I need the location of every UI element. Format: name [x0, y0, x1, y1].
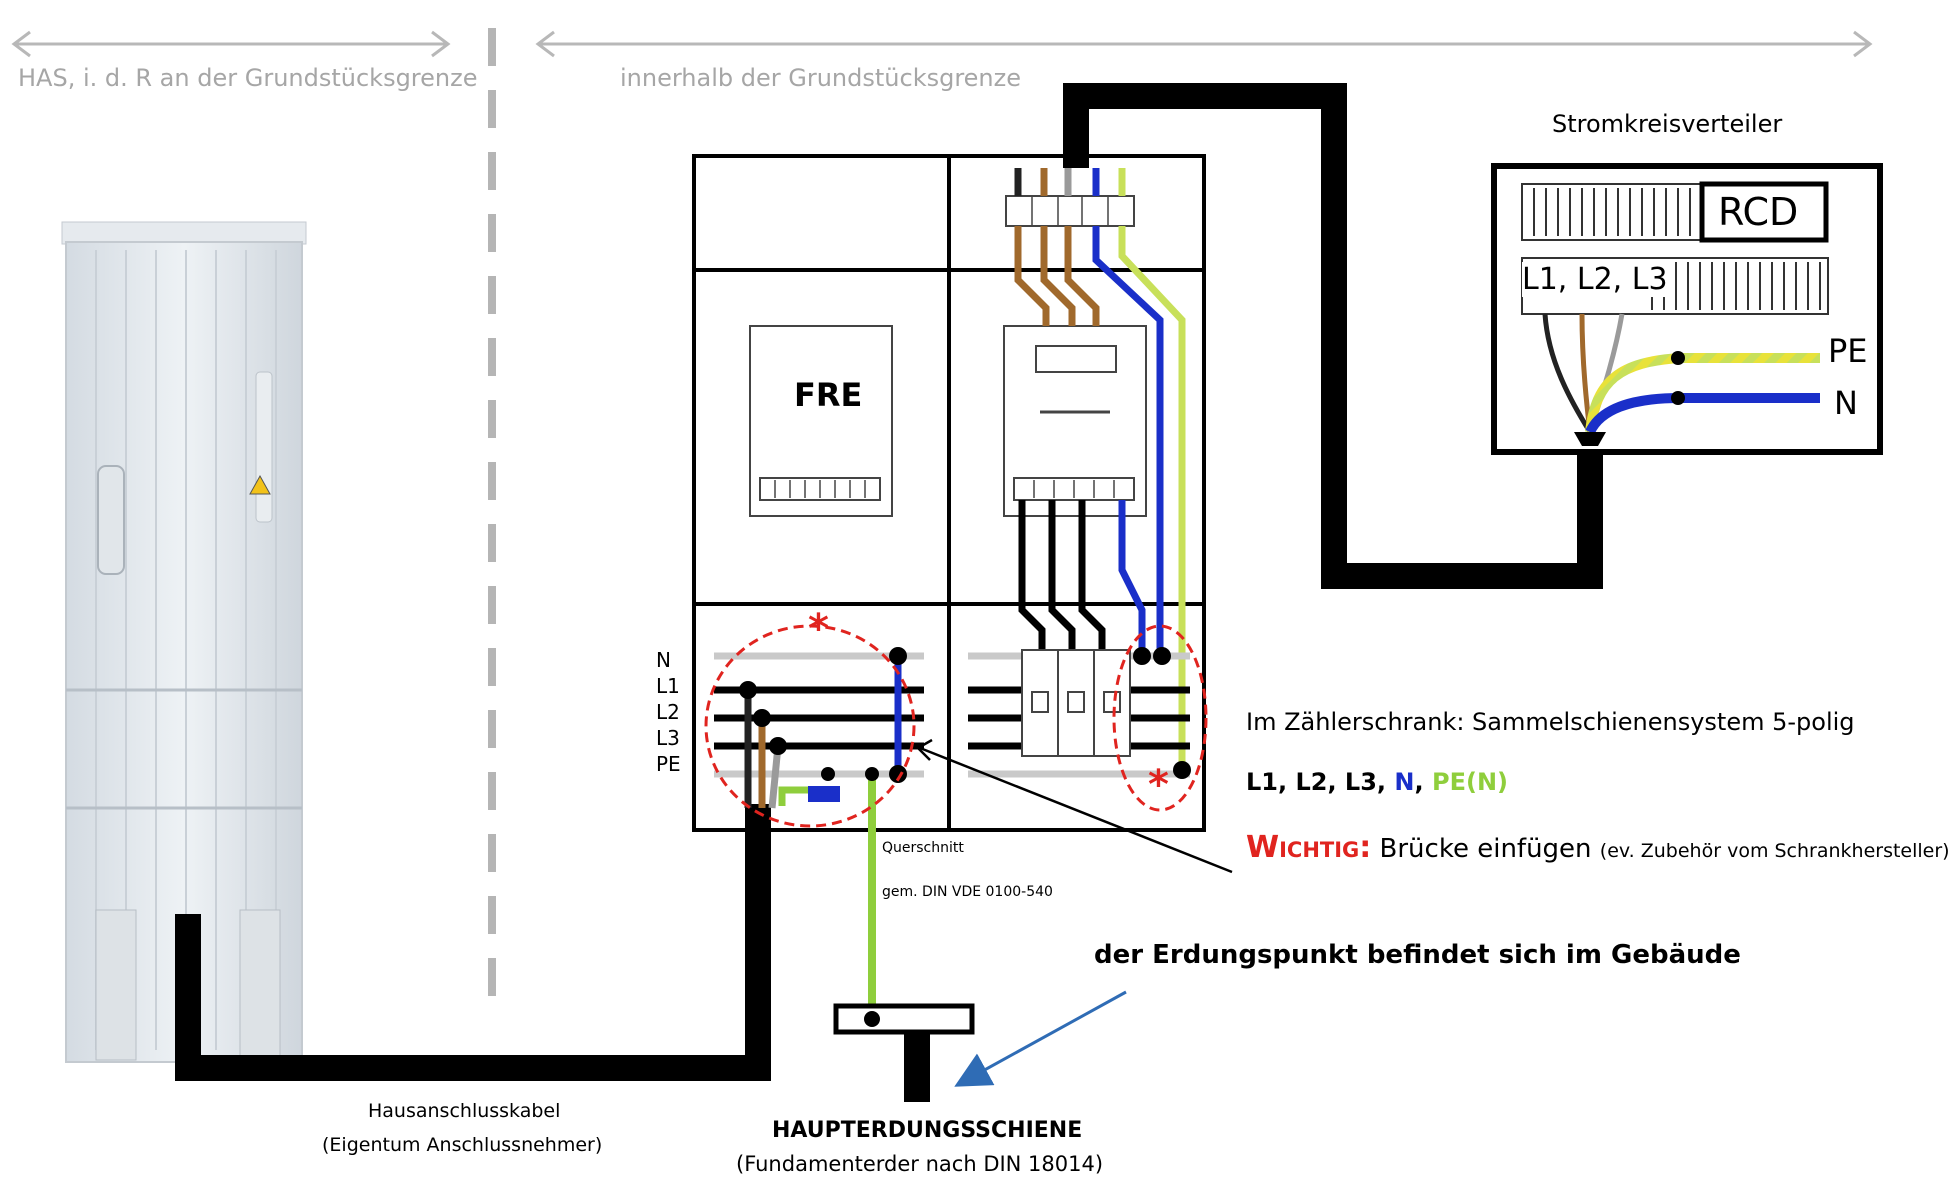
- asterisk-left: *: [808, 606, 829, 652]
- house-connection-box: [61, 221, 307, 1063]
- zone-label-right: innerhalb der Grundstücksgrenze: [620, 64, 1022, 92]
- service-cable: [175, 804, 771, 1081]
- conductor-pen: PE(N): [1431, 768, 1508, 796]
- service-cable-label: Hausanschlusskabel: [368, 1100, 561, 1122]
- bus-label-pe: PE: [656, 752, 681, 776]
- main-earthing-bar: [833, 1003, 975, 1102]
- bridge-pointer-arrowhead: [915, 738, 933, 761]
- important-note: Wichtig: Brücke einfügen (ev. Zubehör vo…: [1246, 830, 1948, 865]
- bus-label-l1: L1: [656, 674, 680, 698]
- important-label: Wichtig:: [1246, 830, 1372, 865]
- highlight-circle-right: [1112, 624, 1208, 812]
- main-earth-bar-label: HAUPTERDUNGSSCHIENE: [772, 1118, 1083, 1143]
- bus-label-l2: L2: [656, 700, 680, 724]
- zone-arrow-left: [11, 30, 451, 58]
- earthing-point-note: der Erdungspunkt befindet sich im Gebäud…: [1094, 940, 1741, 970]
- cross-section-standard: gem. DIN VDE 0100-540: [882, 884, 1053, 900]
- bus-dots: [739, 647, 1191, 783]
- circuit-distributor: [1491, 163, 1883, 455]
- bus-label-l3: L3: [656, 726, 680, 750]
- conductors-line: L1, L2, L3, N, PE(N): [1246, 768, 1508, 796]
- conductors-black: L1, L2, L3,: [1246, 768, 1387, 796]
- feeder-cable: [1063, 83, 1603, 589]
- important-hint: (ev. Zubehör vom Schrankhersteller): [1599, 840, 1948, 862]
- fre-label: FRE: [794, 376, 863, 414]
- bridge-pointer-line: [919, 746, 1233, 874]
- distributor-pe-label: PE: [1828, 332, 1868, 370]
- conductor-n: N: [1394, 768, 1415, 796]
- foundation-earth-label: (Fundamenterder nach DIN 18014): [736, 1152, 1104, 1176]
- electric-meter: [1003, 325, 1147, 517]
- asterisk-right: *: [1148, 762, 1169, 808]
- distributor-n-label: N: [1834, 384, 1858, 422]
- distributor-phases-label: L1, L2, L3: [1522, 262, 1668, 297]
- important-text: Brücke einfügen: [1379, 834, 1592, 864]
- service-cable-owner: (Eigentum Anschlussnehmer): [322, 1134, 603, 1156]
- bus-label-n: N: [656, 648, 671, 672]
- meter-supply-wires: [1014, 168, 1186, 770]
- conductor-comma: ,: [1414, 768, 1424, 796]
- fre-module: [749, 325, 893, 517]
- distributor-title: Stromkreisverteiler: [1552, 110, 1783, 138]
- busbar-system-note: Im Zählerschrank: Sammelschienensystem 5…: [1246, 708, 1855, 736]
- earthing-arrow: [954, 990, 1127, 1087]
- meter-cabinet: [692, 154, 1206, 832]
- zone-arrow-right: [535, 30, 1873, 58]
- pen-bridge: [808, 786, 840, 802]
- highlight-circle-left: [704, 624, 916, 828]
- meter-outgoing-wires: [1018, 500, 1146, 660]
- upper-terminal-block: [1005, 195, 1135, 227]
- main-circuit-breakers: [1021, 649, 1131, 757]
- zone-label-left: HAS, i. d. R an der Grundstücksgrenze: [18, 64, 478, 92]
- rcd-label: RCD: [1718, 190, 1799, 234]
- cross-section-label: Querschnitt: [882, 840, 964, 856]
